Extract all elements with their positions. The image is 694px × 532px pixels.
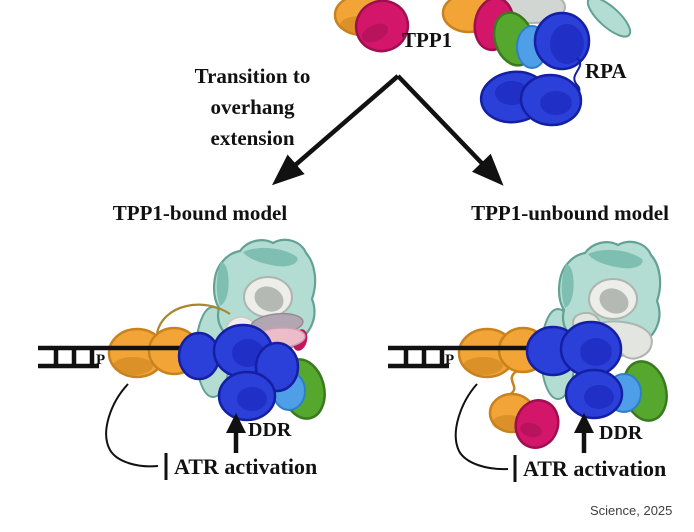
hanging-tpp1-complex bbox=[488, 392, 560, 449]
ddr-label-bound: DDR bbox=[248, 419, 292, 441]
ddr-label-unbound: DDR bbox=[599, 422, 643, 444]
ddr-up-arrow-icon bbox=[226, 413, 246, 453]
transition-line-2: overhang bbox=[210, 95, 295, 119]
transition-arrows-icon bbox=[271, 74, 504, 186]
blue-cluster bbox=[177, 323, 300, 422]
atr-inhibition-line bbox=[105, 383, 168, 480]
tpp1-tether-squiggle bbox=[508, 369, 518, 397]
bound-model-title: TPP1-bound model bbox=[112, 201, 288, 225]
teal-sliver bbox=[586, 0, 632, 38]
ddr-up-arrow-icon bbox=[574, 413, 594, 453]
transition-line-3: extension bbox=[210, 126, 295, 150]
magenta-blob bbox=[514, 399, 560, 449]
tpp1-label: TPP1 bbox=[402, 28, 453, 52]
rpa-bound-complex bbox=[441, 0, 632, 127]
dna-ladder bbox=[388, 348, 449, 369]
blue-cluster bbox=[525, 320, 624, 420]
atr-activation-label-bound: ATR activation bbox=[174, 454, 318, 479]
p-label-unbound: P bbox=[445, 352, 455, 368]
dna-ladder bbox=[38, 348, 99, 369]
transition-label: Transition to overhang extension bbox=[145, 61, 360, 154]
tpp1-tether-line bbox=[155, 303, 231, 334]
p-label-bound: P bbox=[96, 352, 106, 368]
free-tpp1-complex bbox=[333, 0, 410, 53]
transition-arrow-left bbox=[271, 74, 400, 186]
rpa-label: RPA bbox=[585, 59, 627, 83]
transition-arrow-right bbox=[396, 74, 504, 186]
unbound-model-title: TPP1-unbound model bbox=[471, 201, 669, 225]
atr-inhibition-line bbox=[454, 383, 517, 482]
atr-activation-label-unbound: ATR activation bbox=[523, 456, 667, 481]
tpp1-bound-model-art bbox=[38, 238, 326, 480]
transition-line-1: Transition to bbox=[194, 64, 311, 88]
source-credit: Science, 2025 bbox=[590, 503, 673, 518]
tpp1-unbound-model-art bbox=[388, 240, 668, 482]
